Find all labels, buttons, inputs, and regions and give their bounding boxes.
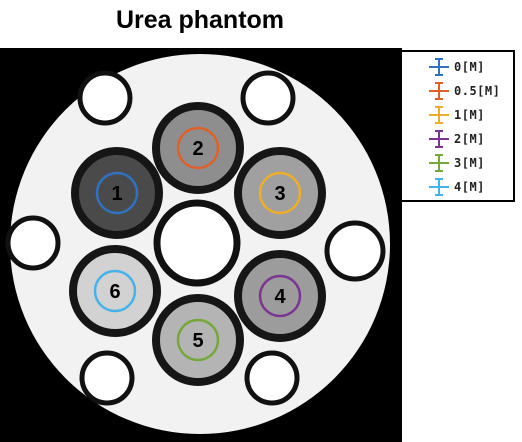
vial-number: 4 xyxy=(274,286,286,308)
peripheral-tube xyxy=(244,350,300,406)
peripheral-tube xyxy=(79,350,135,406)
vial-6: 6 xyxy=(69,245,161,337)
errorbar-icon xyxy=(429,106,449,124)
peripheral-tube xyxy=(324,220,386,282)
peripheral-tube xyxy=(5,215,61,271)
legend-entry: 4[M] xyxy=(428,176,516,198)
errorbar-icon xyxy=(429,58,449,76)
legend-entry: 2[M] xyxy=(428,128,516,150)
vial-number: 2 xyxy=(192,138,203,160)
legend-label: 1[M] xyxy=(454,108,485,122)
roi-circle xyxy=(258,274,302,318)
errorbar-icon xyxy=(429,178,449,196)
legend-label: 2[M] xyxy=(454,132,485,146)
legend-entry: 1[M] xyxy=(428,104,516,126)
peripheral-tubes xyxy=(5,70,386,406)
roi-circle xyxy=(95,171,139,215)
vial-number: 5 xyxy=(192,330,203,352)
errorbar-icon xyxy=(429,82,449,100)
center-tube xyxy=(153,199,241,287)
vial-number: 3 xyxy=(274,183,285,205)
legend-entry: 0[M] xyxy=(428,56,516,78)
vial-number: 6 xyxy=(109,281,120,303)
vial-4: 4 xyxy=(234,250,326,342)
vial-tube xyxy=(234,147,326,239)
peripheral-tube xyxy=(240,70,296,126)
peripheral-tube xyxy=(77,70,133,126)
roi-circle xyxy=(258,171,302,215)
vial-2: 2 xyxy=(152,102,244,194)
vial-1: 1 xyxy=(71,147,163,239)
vial-tube xyxy=(152,102,244,194)
legend-entry: 3[M] xyxy=(428,152,516,174)
roi-circle xyxy=(176,126,220,170)
vial-tube xyxy=(69,245,161,337)
roi-circle xyxy=(176,318,220,362)
phantom-mri-image: 1 2 3 4 5 6 xyxy=(0,48,402,442)
legend-label: 3[M] xyxy=(454,156,485,170)
vial-tube xyxy=(71,147,163,239)
legend: 0[M] 0.5[M] 1[M] 2[M] 3[M] 4[M] xyxy=(400,50,515,202)
legend-label: 4[M] xyxy=(454,180,485,194)
legend-label: 0.5[M] xyxy=(454,84,501,98)
roi-circle xyxy=(93,269,137,313)
vial-number: 1 xyxy=(111,183,122,205)
errorbar-icon xyxy=(429,130,449,148)
vial-cluster: 1 2 3 4 5 6 xyxy=(69,102,326,386)
legend-entry: 0.5[M] xyxy=(428,80,516,102)
vial-3: 3 xyxy=(234,147,326,239)
vial-tube xyxy=(234,250,326,342)
figure-title: Urea phantom xyxy=(115,6,285,34)
legend-label: 0[M] xyxy=(454,60,485,74)
vial-tube xyxy=(152,294,244,386)
errorbar-icon xyxy=(429,154,449,172)
vial-5: 5 xyxy=(152,294,244,386)
